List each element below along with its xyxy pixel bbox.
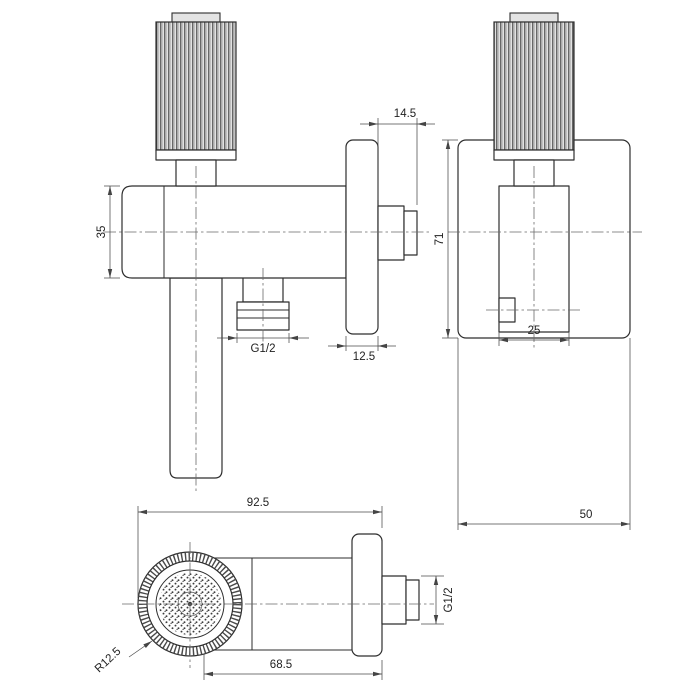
dim-label-plate-height: 71 [434,233,446,246]
thread-connector-bottom [381,575,407,625]
handle-cap [509,12,559,23]
dim-body-height: 35 [96,185,120,279]
side-view: 71 25 50 [434,12,642,530]
dim-label-inlet-thread: G1/2 [443,588,455,613]
dim-label-spout-radius: R12.5 [93,645,124,675]
dim-body-length: 68.5 [203,654,383,680]
dim-label-flange-depth: 12.5 [353,351,375,363]
wall-flange-bottom [351,533,383,657]
dim-label-outlet-thread: G1/2 [251,343,276,355]
dim-overall-length: 92.5 [137,497,383,598]
dim-label-protrusion: 14.5 [394,108,416,120]
thread-connector [377,205,405,261]
bottom-view: 92.5 G1/2 68.5 R12.5 [93,497,455,680]
knurled-handle [155,21,237,151]
dim-flange-depth: 12.5 [328,336,396,363]
dim-outlet-thread: G1/2 [217,333,309,355]
dim-label-plate-width: 50 [580,509,593,521]
front-view: 14.5 35 G1/2 12.5 [96,12,435,492]
wall-flange [345,139,379,335]
dim-spout-radius: R12.5 [93,640,153,675]
dim-connector-protrusion: 14.5 [360,108,435,205]
dim-label-body-height: 35 [96,226,108,239]
dim-plate-height: 71 [434,139,458,339]
dim-label-overall-length: 92.5 [247,497,269,509]
dim-label-body-width: 25 [528,325,541,337]
dim-plate-width: 50 [457,338,631,530]
dim-body-width: 25 [498,325,570,346]
knurled-handle [493,21,575,151]
handle-cap [171,12,221,23]
dim-label-body-length: 68.5 [270,659,292,671]
dim-inlet-thread: G1/2 [421,575,455,625]
